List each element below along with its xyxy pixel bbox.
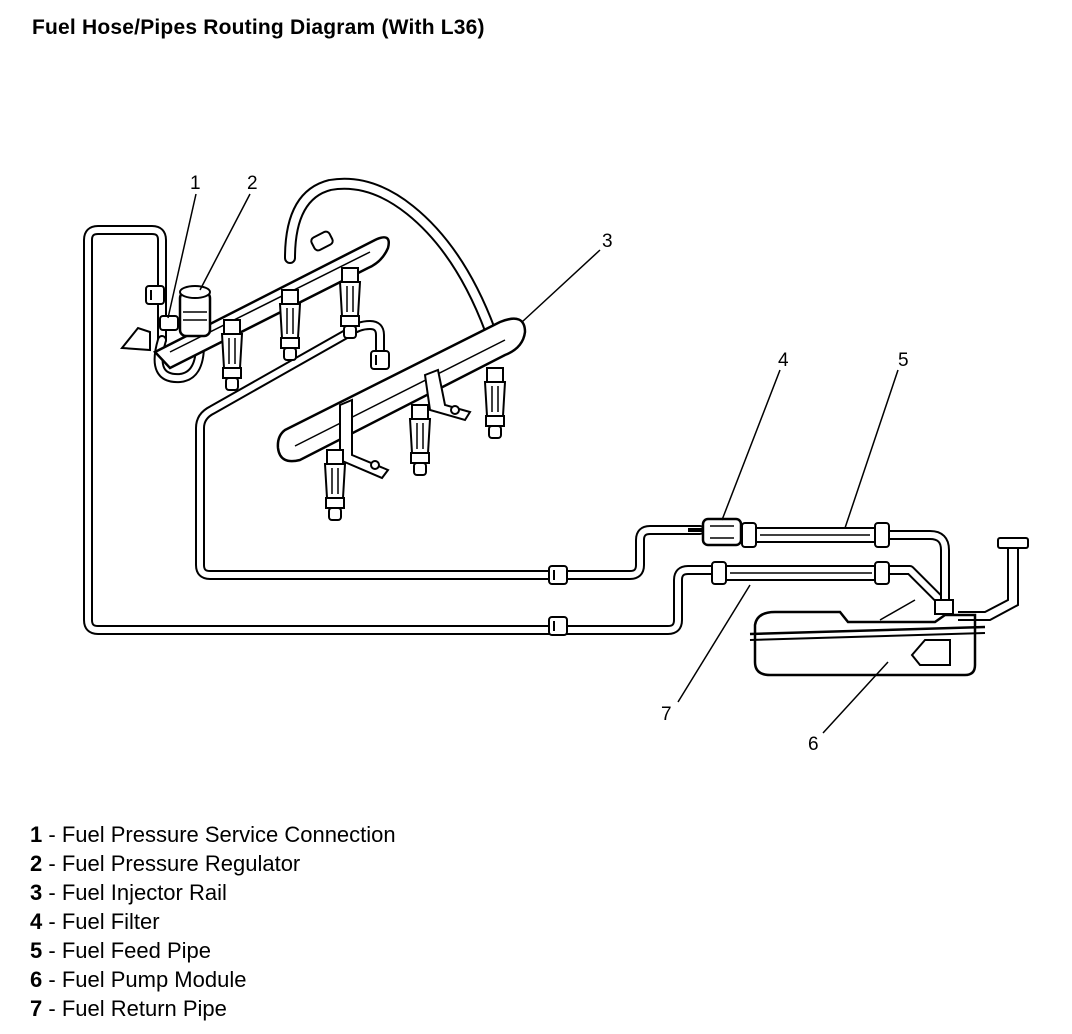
legend-item: 5 - Fuel Feed Pipe bbox=[30, 938, 212, 963]
callout-4: 4 bbox=[778, 350, 789, 371]
fuel-rail-lower bbox=[276, 317, 527, 480]
legend-label: Fuel Feed Pipe bbox=[61, 938, 212, 963]
callout-leaders bbox=[167, 193, 899, 734]
pipe-clip bbox=[548, 616, 568, 636]
legend-item: 4 - Fuel Filter bbox=[30, 909, 160, 934]
fuel-injector bbox=[221, 319, 243, 391]
legend: 1 - Fuel Pressure Service Connection 2 -… bbox=[30, 820, 396, 1023]
pipe-clip bbox=[370, 350, 390, 370]
legend-item: 1 - Fuel Pressure Service Connection bbox=[30, 822, 396, 847]
regulator-return-loop bbox=[153, 335, 205, 384]
pipe-clip bbox=[145, 285, 165, 305]
legend-item: 6 - Fuel Pump Module bbox=[30, 967, 247, 992]
fuel-injector bbox=[484, 367, 506, 439]
fuel-filter bbox=[688, 517, 743, 547]
legend-label: Fuel Pressure Regulator bbox=[61, 851, 301, 876]
legend-label: Fuel Pump Module bbox=[61, 967, 247, 992]
fuel-pressure-regulator bbox=[178, 285, 212, 338]
diagram-title: Fuel Hose/Pipes Routing Diagram (With L3… bbox=[32, 16, 485, 39]
fuel-pressure-service-connection bbox=[159, 315, 179, 331]
legend-item: 2 - Fuel Pressure Regulator bbox=[30, 851, 301, 876]
callout-2: 2 bbox=[247, 173, 258, 194]
pipe-clip bbox=[548, 565, 568, 585]
legend-label: Fuel Filter bbox=[61, 909, 160, 934]
fuel-rail-upper bbox=[120, 230, 390, 370]
legend-label: Fuel Return Pipe bbox=[61, 996, 227, 1021]
callout-3: 3 bbox=[602, 231, 613, 252]
callout-6: 6 bbox=[808, 734, 819, 755]
fuel-injector bbox=[279, 289, 301, 361]
callout-5: 5 bbox=[898, 350, 909, 371]
callout-7: 7 bbox=[661, 704, 672, 725]
legend-item: 7 - Fuel Return Pipe bbox=[30, 996, 227, 1021]
callout-1: 1 bbox=[190, 173, 201, 194]
fuel-injector bbox=[409, 404, 431, 476]
fuel-injector bbox=[324, 449, 346, 521]
fuel-filler-neck bbox=[958, 537, 1029, 621]
legend-label: Fuel Injector Rail bbox=[61, 880, 227, 905]
fuel-line-inner-loop bbox=[195, 320, 950, 605]
fuel-feed-pipe bbox=[741, 522, 890, 548]
fuel-return-pipe bbox=[711, 561, 890, 585]
crossover-pipe bbox=[284, 177, 496, 336]
fuel-pump-module bbox=[879, 599, 954, 666]
fuel-line-outer-loop bbox=[83, 225, 950, 635]
legend-item: 3 - Fuel Injector Rail bbox=[30, 880, 227, 905]
legend-label: Fuel Pressure Service Connection bbox=[61, 822, 396, 847]
